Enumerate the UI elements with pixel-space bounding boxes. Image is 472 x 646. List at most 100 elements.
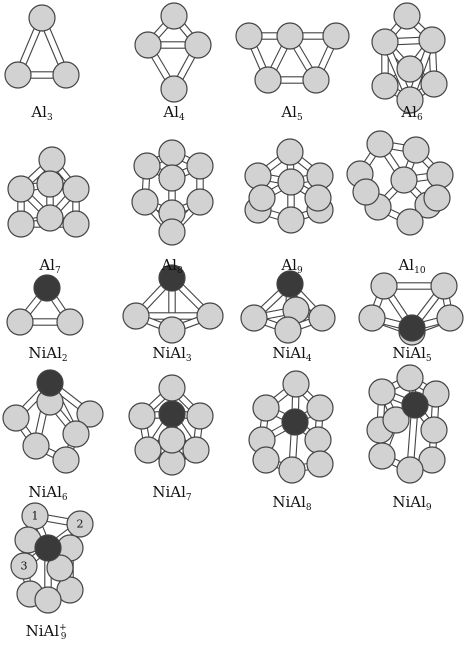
formula-base: NiAl	[152, 483, 186, 501]
al-atom	[278, 456, 306, 484]
al-atom	[158, 139, 186, 167]
cluster-nial9	[366, 364, 450, 484]
formula-base: Al	[161, 256, 177, 274]
cluster-label-nial7: NiAl7	[122, 483, 222, 507]
al-atom	[66, 510, 94, 538]
cluster-label-al6: Al6	[362, 103, 462, 127]
al-atom	[277, 168, 305, 196]
formula-base: NiAl	[392, 493, 426, 511]
cluster-nial5	[358, 272, 464, 346]
al-atom	[133, 152, 161, 180]
formula-subscript: 2	[61, 354, 68, 364]
formula-base: NiAl	[152, 344, 186, 362]
al-atom	[131, 188, 159, 216]
cluster-label-al7: Al7	[0, 256, 100, 280]
al-atom	[276, 22, 304, 50]
ni-atom	[281, 408, 309, 436]
ni-atom	[401, 391, 429, 419]
al-atom	[308, 304, 336, 332]
formula-base: NiAl	[25, 622, 60, 640]
al-atom	[252, 394, 280, 422]
formula-subscript: 9	[425, 503, 432, 513]
ni-atom	[34, 534, 62, 562]
cluster-nial3	[122, 264, 224, 344]
formula-base: Al	[31, 103, 47, 121]
al-atom	[368, 442, 396, 470]
formula-subscript: 7	[54, 266, 61, 276]
al-atom	[134, 31, 162, 59]
formula-subscript: 4	[178, 113, 185, 123]
formula-base: Al	[281, 256, 297, 274]
cluster-label-nial3: NiAl3	[122, 344, 222, 368]
cluster-label-al4: Al4	[124, 103, 224, 127]
cluster-al3	[4, 4, 80, 89]
atom-number-label: 1	[32, 510, 39, 523]
al-atom	[62, 420, 90, 448]
cluster-label-nial9plus: NiAl+9	[0, 619, 96, 646]
al-atom	[235, 22, 263, 50]
al-atom	[186, 402, 214, 430]
formula-subscript: 6	[61, 493, 68, 503]
al-atom	[396, 364, 424, 392]
cluster-label-nial9: NiAl9	[362, 493, 462, 517]
formula-subscript: 10	[414, 266, 426, 276]
formula-subscript: 3	[185, 354, 192, 364]
al-atom	[36, 204, 64, 232]
ni-atom	[158, 400, 186, 428]
formula-base: NiAl	[392, 344, 426, 362]
cluster-al6	[371, 2, 448, 114]
al-atom	[252, 446, 280, 474]
cluster-nial8	[248, 370, 334, 484]
formula-subscript: 9	[296, 266, 303, 276]
al-atom	[28, 4, 56, 32]
formula-base: Al	[163, 103, 179, 121]
cluster-al4	[134, 2, 212, 103]
al-atom	[158, 316, 186, 344]
al-atom	[396, 456, 424, 484]
al-atom	[158, 218, 186, 246]
al-atom	[6, 308, 34, 336]
ni-atom	[158, 264, 186, 292]
al-atom	[352, 178, 380, 206]
formula-base: NiAl	[272, 493, 306, 511]
cluster-label-nial4: NiAl4	[242, 344, 342, 368]
al-atom	[158, 164, 186, 192]
ni-atom	[36, 369, 64, 397]
cluster-al9	[244, 138, 334, 234]
al-atom	[368, 378, 396, 406]
formula-base: Al	[401, 103, 417, 121]
al-atom	[186, 152, 214, 180]
al-atom	[382, 406, 410, 434]
formula-subscript: 3	[46, 113, 53, 123]
al-atom	[402, 136, 430, 164]
formula-base: NiAl	[272, 344, 306, 362]
cluster-label-nial6: NiAl6	[0, 483, 98, 507]
al-atom	[122, 302, 150, 330]
al-atom	[2, 404, 30, 432]
al-atom	[390, 166, 418, 194]
formula-subscript: 5	[425, 354, 432, 364]
al-atom	[282, 370, 310, 398]
al-atom	[370, 272, 398, 300]
cluster-nial2	[6, 274, 84, 336]
al-atom	[56, 308, 84, 336]
cluster-label-nial5: NiAl5	[362, 344, 462, 368]
al-atom	[158, 374, 186, 402]
al-atom	[371, 72, 399, 100]
al-atom	[52, 446, 80, 474]
al-atom	[196, 302, 224, 330]
cluster-label-al8: Al8	[122, 256, 222, 280]
formula-subscript: 5	[296, 113, 303, 123]
al-atom	[436, 304, 464, 332]
cluster-label-nial8: NiAl8	[242, 493, 342, 517]
cluster-al5	[235, 22, 350, 94]
formula-subscript: 6	[416, 113, 423, 123]
formula-subscript: 8	[176, 266, 183, 276]
ni-atom	[276, 270, 304, 298]
al-atom	[396, 208, 424, 236]
cluster-label-al10: Al10	[362, 256, 462, 280]
al-atom	[358, 304, 386, 332]
formula-base: NiAl	[28, 483, 62, 501]
al-atom	[304, 426, 332, 454]
al-atom	[396, 86, 424, 114]
